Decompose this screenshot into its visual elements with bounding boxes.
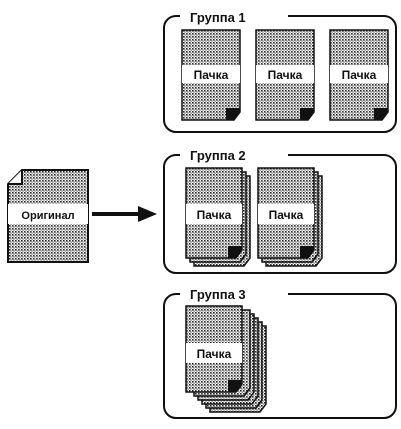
- pack-label: Пачка: [197, 347, 232, 361]
- group-2: Группа 2 Пачка Пачка: [163, 146, 397, 274]
- group-3-pack-1: Пачка: [185, 305, 267, 413]
- group-1: Группа 1 Пачка Пачка Пачка: [163, 8, 397, 133]
- group-1-pack-2: Пачка: [255, 29, 315, 121]
- group-1-pack-1: Пачка: [181, 29, 241, 121]
- group-3: Группа 3 Пачка: [163, 285, 397, 419]
- original-document: Оригинал: [7, 169, 89, 263]
- pack-label: Пачка: [342, 68, 377, 82]
- group-2-pack-1: Пачка: [185, 167, 251, 267]
- group-1-title: Группа 1: [190, 10, 246, 25]
- group-2-pack-2: Пачка: [257, 167, 323, 267]
- pack-label: Пачка: [194, 68, 229, 82]
- pack-label: Пачка: [268, 68, 303, 82]
- pack-label: Пачка: [197, 208, 232, 222]
- group-3-title: Группа 3: [190, 287, 246, 302]
- group-2-title: Группа 2: [190, 148, 246, 163]
- pack-label: Пачка: [269, 208, 304, 222]
- arrow-icon: [92, 206, 157, 222]
- group-1-pack-3: Пачка: [329, 29, 389, 121]
- original-label: Оригинал: [21, 210, 74, 222]
